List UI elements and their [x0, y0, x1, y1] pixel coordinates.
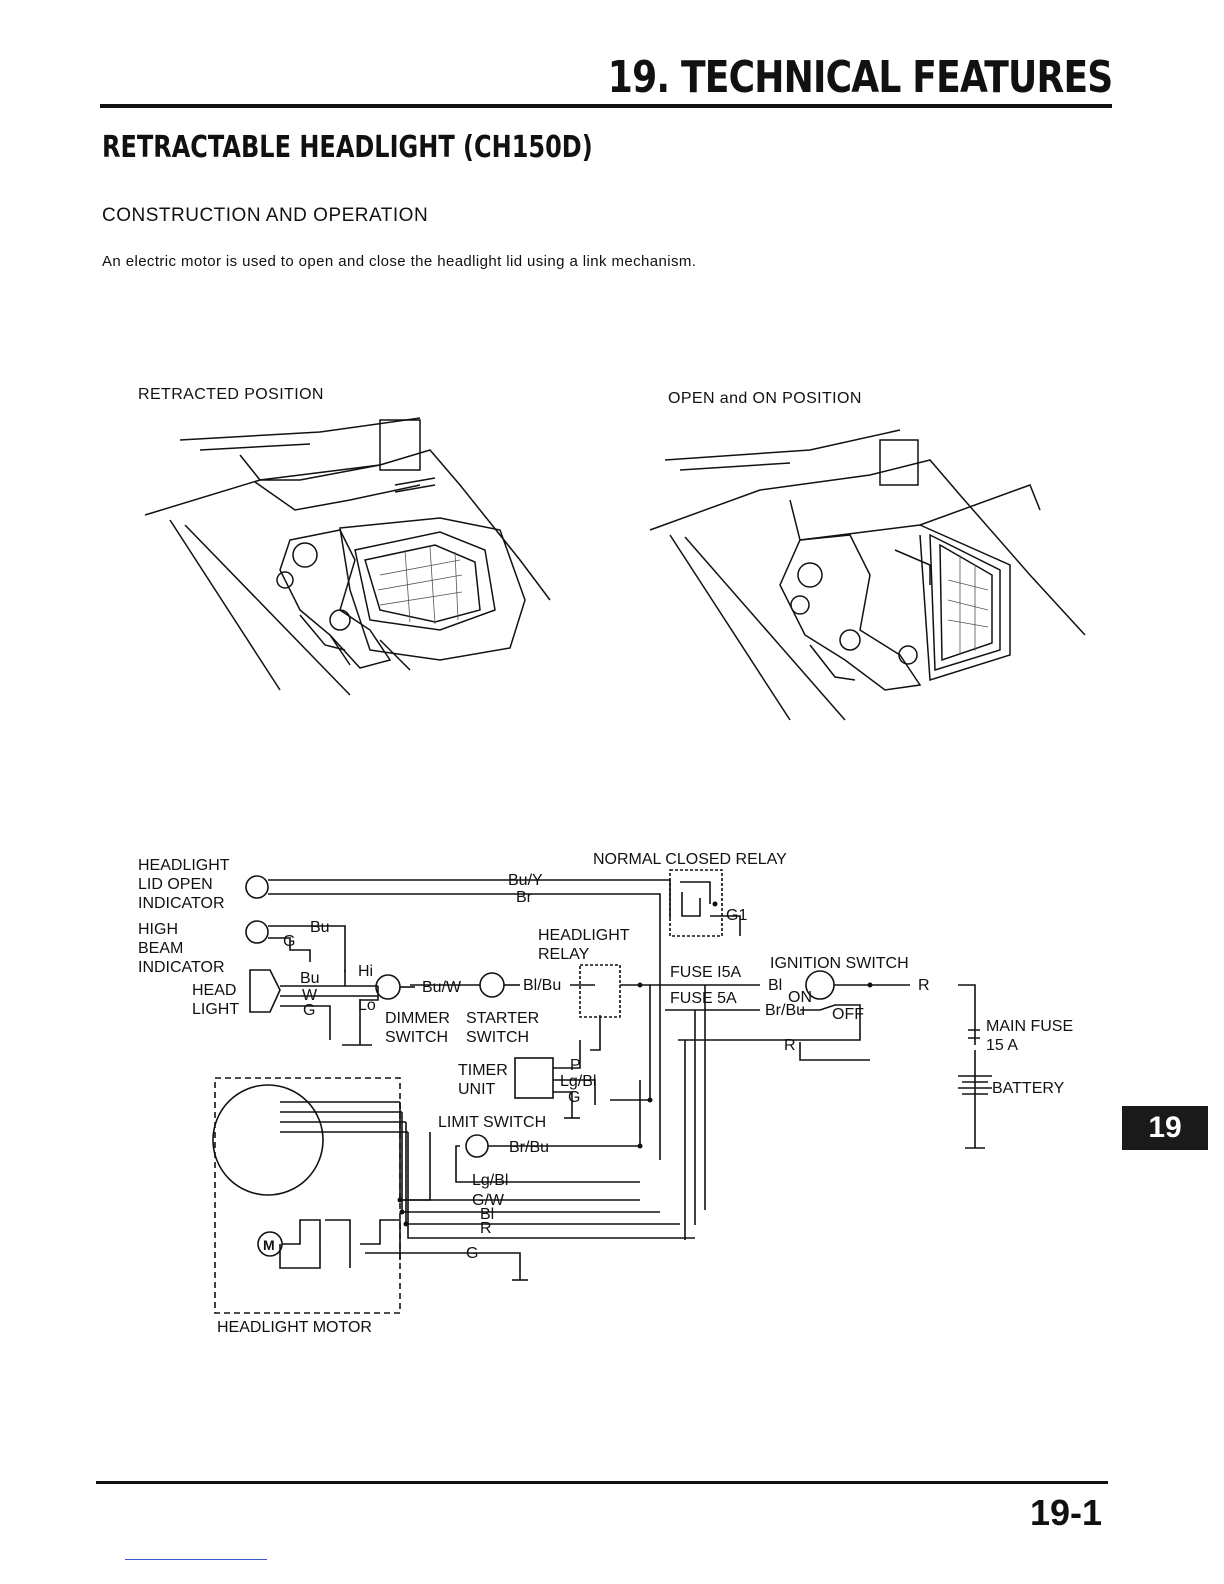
limit-switch-label: LIMIT SWITCH: [438, 1114, 546, 1131]
wire-bl: Bl: [768, 977, 782, 994]
wire-bu-w: Bu/W: [422, 979, 462, 996]
wire-bu-head: Bu: [300, 970, 320, 987]
wire-p: P: [570, 1057, 581, 1074]
headlight-relay-label-2: RELAY: [538, 946, 590, 963]
wire-bu-y: Bu/Y: [508, 872, 543, 889]
chapter-title: 19. TECHNICAL FEATURES: [607, 52, 1113, 103]
wire-lg-bl-timer: Lg/Bl: [560, 1073, 596, 1090]
subsection-title: CONSTRUCTION AND OPERATION: [102, 205, 429, 226]
wire-g-w: G/W: [472, 1192, 505, 1209]
main-fuse-label-2: 15 A: [986, 1037, 1018, 1054]
lid-open-indicator-label-2: LID OPEN: [138, 876, 213, 893]
high-beam-label-2: BEAM: [138, 940, 183, 957]
ignition-switch-label: IGNITION SWITCH: [770, 955, 909, 972]
dimmer-label-1: DIMMER: [385, 1010, 450, 1027]
open-headlight-illustration: [649, 429, 1086, 721]
wiring-diagram: HEADLIGHT LID OPEN INDICATOR HIGH BEAM I…: [138, 851, 1073, 1336]
retracted-headlight-illustration: [144, 417, 551, 696]
wire-g-high: G: [283, 933, 295, 950]
headlight-motor-label: HEADLIGHT MOTOR: [217, 1319, 372, 1336]
timer-unit-label-1: TIMER: [458, 1062, 508, 1079]
starter-label-2: SWITCH: [466, 1029, 529, 1046]
wire-w-head: W: [302, 987, 318, 1004]
footer-link-line: [125, 1559, 267, 1560]
head-light-label-2: LIGHT: [192, 1001, 239, 1018]
lo-label: Lo: [358, 997, 376, 1014]
high-beam-label-3: INDICATOR: [138, 959, 225, 976]
hi-label: Hi: [358, 963, 373, 980]
wire-bl-bu: Bl/Bu: [523, 977, 561, 994]
battery-label: BATTERY: [992, 1080, 1065, 1097]
wire-br: Br: [516, 889, 533, 906]
page-number: 19-1: [1029, 1492, 1102, 1533]
main-fuse-label-1: MAIN FUSE: [986, 1018, 1073, 1035]
retracted-caption: RETRACTED POSITION: [138, 386, 324, 403]
wire-r-top: R: [918, 977, 930, 994]
starter-label-1: STARTER: [466, 1010, 539, 1027]
on-label: ON: [788, 989, 812, 1006]
footer-rule: [96, 1481, 1108, 1484]
wire-r-mid: R: [784, 1037, 796, 1054]
wire-r-motor: R: [480, 1220, 492, 1237]
header-rule: [100, 104, 1112, 108]
wire-g-timer: G: [568, 1089, 580, 1106]
dimmer-label-2: SWITCH: [385, 1029, 448, 1046]
motor-m-icon: M: [263, 1237, 275, 1253]
intro-paragraph: An electric motor is used to open and cl…: [102, 253, 697, 270]
open-on-caption: OPEN and ON POSITION: [668, 390, 862, 407]
high-beam-label-1: HIGH: [138, 921, 178, 938]
section-title: RETRACTABLE HEADLIGHT (CH150D): [102, 130, 593, 165]
wire-bu-high: Bu: [310, 919, 330, 936]
lid-open-indicator-label-1: HEADLIGHT: [138, 857, 230, 874]
wire-g-head: G: [303, 1002, 315, 1019]
chapter-tab: 19: [1122, 1106, 1208, 1150]
wire-bl-motor: Bl: [480, 1206, 494, 1223]
wire-br-bu-limit: Br/Bu: [509, 1139, 549, 1156]
wire-br-bu: Br/Bu: [765, 1002, 805, 1019]
wire-g1: G1: [726, 907, 747, 924]
off-label: OFF: [832, 1006, 864, 1023]
wire-lg-bl: Lg/Bl: [472, 1172, 508, 1189]
lid-open-indicator-label-3: INDICATOR: [138, 895, 225, 912]
normal-closed-relay-label: NORMAL CLOSED RELAY: [593, 851, 787, 868]
fuse-5a-label: FUSE 5A: [670, 990, 737, 1007]
headlight-relay-label-1: HEADLIGHT: [538, 927, 630, 944]
timer-unit-label-2: UNIT: [458, 1081, 496, 1098]
fuse-15a-label: FUSE I5A: [670, 964, 741, 981]
wire-g-motor: G: [466, 1245, 478, 1262]
head-light-label-1: HEAD: [192, 982, 236, 999]
